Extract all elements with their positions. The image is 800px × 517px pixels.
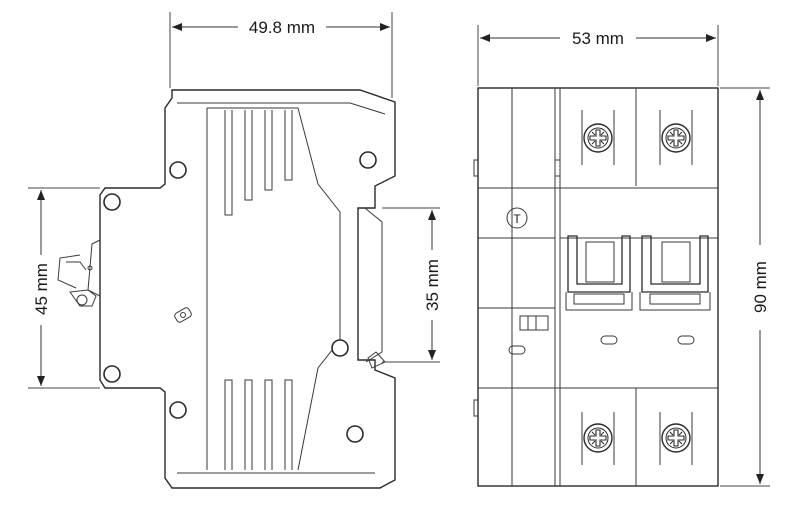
dimension-rail-height: 35 mm [382,207,442,363]
front-view: T [473,87,719,487]
dimension-top-right: 53 mm [477,25,719,86]
front-view-outline [477,87,719,487]
mounting-hole [103,365,121,383]
mounting-hole [346,425,364,443]
terminal-screw-icon [583,423,613,453]
dimension-top-left: 49.8 mm [169,12,393,98]
terminal-screw-icon [661,423,691,453]
dimension-front-height: 90 mm [720,87,770,487]
dimension-label-front-width: 53 mm [572,29,624,48]
terminal-screw-icon [661,123,691,153]
dimension-label-side-height: 45 mm [32,263,51,315]
mounting-hole [103,193,121,211]
mounting-hole [331,339,349,357]
dimension-label-front-height: 90 mm [751,261,770,313]
terminal-screw-icon [583,123,613,153]
mounting-hole [359,151,377,169]
indicator-slot [508,345,526,355]
dimension-left-height: 45 mm [28,187,100,389]
indicator-slot [600,335,618,345]
latch-screw [174,307,192,323]
toggle-handle-left [565,235,633,311]
mounting-hole [169,161,187,179]
toggle-handle-right [639,235,711,311]
indicator-slot [677,335,695,345]
lower-vents [224,379,293,470]
dimension-label-rail-height: 35 mm [423,259,442,311]
mounting-hole [169,401,187,419]
dimension-label-side-width: 49.8 mm [249,18,315,37]
side-view [57,89,396,489]
side-view-outline [99,89,396,489]
test-button-label: T [513,212,521,226]
test-button: T [506,207,528,229]
toggle-lever [57,239,101,307]
upper-vents [224,110,293,216]
